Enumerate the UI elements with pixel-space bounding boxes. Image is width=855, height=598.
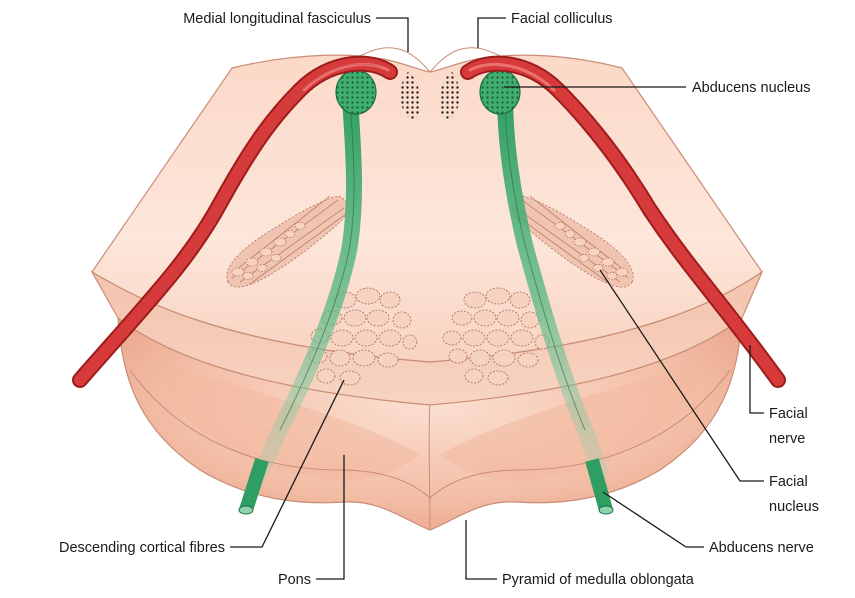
right-abducens-nucleus (480, 70, 520, 114)
label-pyramid: Pyramid of medulla oblongata (502, 572, 695, 588)
label-facial-nucleus-line1: Facial (769, 474, 808, 490)
label-abducens-nucleus: Abducens nucleus (692, 80, 811, 96)
label-facial-nucleus-line2: nucleus (769, 499, 819, 515)
label-facial-nerve-line1: Facial (769, 406, 808, 422)
left-abducens-nerve-end (239, 506, 253, 514)
left-abducens-nucleus (336, 70, 376, 114)
label-pons: Pons (278, 572, 311, 588)
label-mlf: Medial longitudinal fasciculus (183, 11, 371, 27)
facial-colliculus-leader (478, 18, 506, 48)
abducens-nerve-leader (603, 492, 704, 547)
label-facial-colliculus: Facial colliculus (511, 11, 613, 27)
label-descending-cortical: Descending cortical fibres (59, 540, 225, 556)
label-abducens-nerve: Abducens nerve (709, 540, 814, 556)
label-facial-nerve-line2: nerve (769, 431, 805, 447)
mlf-leader (376, 18, 408, 52)
pons-body (92, 48, 762, 530)
cut-surface (92, 55, 762, 362)
right-abducens-nerve-end (599, 506, 613, 514)
pyramid-leader (466, 520, 497, 579)
